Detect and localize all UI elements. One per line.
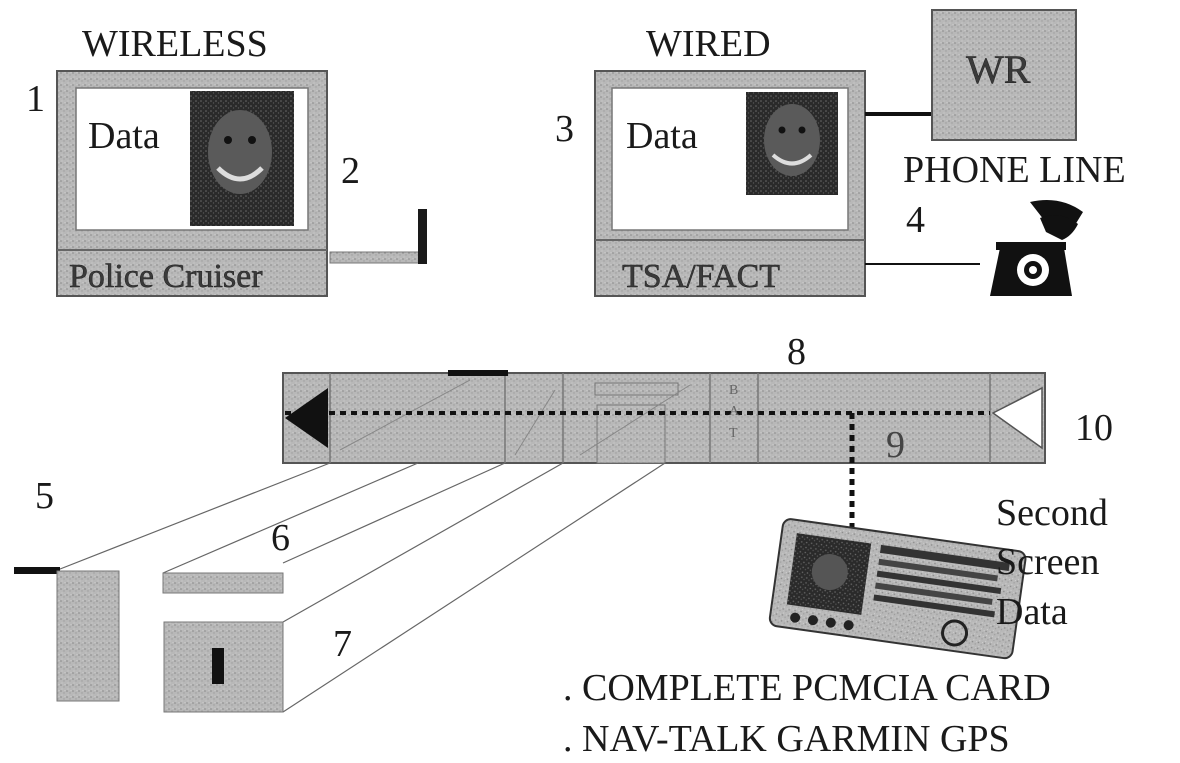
second-screen-line2: Screen xyxy=(996,541,1099,583)
tsa-fact-label: TSA/FACT xyxy=(622,258,780,295)
part7-module xyxy=(164,622,283,712)
bat-letter-a: A xyxy=(729,404,740,419)
telephone-icon xyxy=(990,200,1083,296)
bat-letter-b: B xyxy=(729,383,738,398)
router-label: WR xyxy=(966,47,1031,92)
antenna-number: 2 xyxy=(341,150,360,192)
wireless-unit-number: 1 xyxy=(26,78,45,120)
gps-device-icon xyxy=(769,518,1027,659)
wired-data-label: Data xyxy=(626,115,698,157)
second-screen-line3: Data xyxy=(996,591,1068,633)
inner-number: 9 xyxy=(886,424,905,466)
bat-letter-t: T xyxy=(729,426,738,441)
card-number: 8 xyxy=(787,331,806,373)
phone-number: 4 xyxy=(906,199,925,241)
police-cruiser-label: Police Cruiser xyxy=(69,258,263,295)
part7-number: 7 xyxy=(333,623,352,665)
pcmcia-card xyxy=(283,370,1045,463)
bullet-gps: . NAV-TALK GARMIN GPS xyxy=(563,718,1010,760)
part5-module xyxy=(14,567,119,701)
phone-line-caption: PHONE LINE xyxy=(903,149,1126,191)
part6-module xyxy=(163,573,283,593)
antenna-icon xyxy=(330,209,427,264)
part6-number: 6 xyxy=(271,517,290,559)
card-end-number: 10 xyxy=(1075,407,1113,449)
second-screen-line1: Second xyxy=(996,492,1108,534)
wired-label: WIRED xyxy=(646,23,771,65)
wireless-data-label: Data xyxy=(88,115,160,157)
wireless-label: WIRELESS xyxy=(82,23,268,65)
wired-unit-number: 3 xyxy=(555,108,574,150)
part5-number: 5 xyxy=(35,475,54,517)
bullet-pcmcia: . COMPLETE PCMCIA CARD xyxy=(563,667,1051,709)
